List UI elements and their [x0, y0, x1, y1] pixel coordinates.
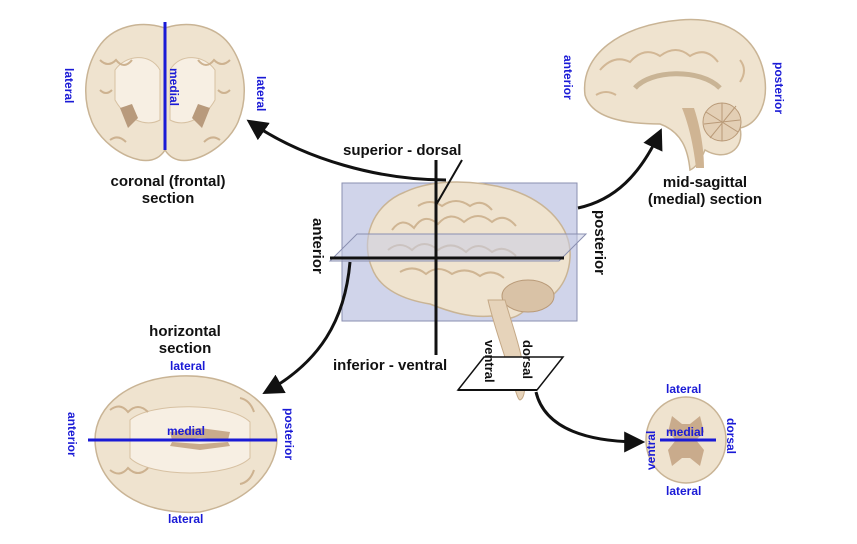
label-superior-dorsal: superior - dorsal — [343, 142, 462, 159]
coronal-label-medial: medial — [167, 68, 181, 107]
spinal-label-lateral-top: lateral — [666, 382, 702, 396]
sagittal-title-line2: (medial) section — [647, 191, 763, 208]
horizontal-ventricles — [170, 428, 230, 450]
spinal-section-figure — [645, 396, 727, 484]
coronal-title-line1: coronal (frontal) — [110, 173, 226, 190]
sagittal-label-posterior: posterior — [772, 62, 786, 115]
label-center-posterior: posterior — [591, 210, 608, 276]
spinal-label-ventral: ventral — [644, 430, 658, 470]
sagittal-title-line1: mid-sagittal — [662, 174, 748, 191]
coronal-section-figure — [85, 22, 245, 162]
horizontal-gyri — [109, 397, 255, 485]
horizontal-label-lateral-bottom: lateral — [168, 512, 204, 526]
coronal-section-title: coronal (frontal) section — [88, 173, 248, 207]
sagittal-label-anterior: anterior — [561, 55, 575, 100]
horizontal-label-lateral-top: lateral — [170, 359, 206, 373]
sagittal-gyri — [595, 49, 745, 96]
label-inferior-ventral: inferior - ventral — [333, 357, 448, 374]
sagittal-corpus-callosum — [633, 71, 722, 90]
sagittal-section-figure — [583, 18, 767, 172]
arrow-to-spinal — [534, 391, 646, 453]
coronal-gyri — [99, 58, 231, 143]
sagittal-brainstem — [682, 108, 704, 168]
horizontal-title-line1: horizontal — [149, 323, 221, 340]
horizontal-label-anterior: anterior — [65, 412, 79, 457]
sagittal-plane-edge-top — [435, 159, 463, 206]
spinal-label-dorsal: dorsal — [724, 418, 738, 455]
label-spinal-plane-dorsal: dorsal — [520, 340, 535, 380]
horizontal-section-title: horizontal section — [110, 323, 260, 357]
spinal-label-medial: medial — [666, 425, 705, 439]
arrow-to-horizontal — [262, 261, 352, 395]
label-center-anterior: anterior — [309, 218, 326, 274]
horizontal-label-posterior: posterior — [282, 408, 296, 461]
horizontal-title-line2: section — [158, 340, 212, 357]
horizontal-plane — [328, 233, 588, 262]
arrow-to-coronal — [246, 119, 447, 182]
coronal-title-line2: section — [141, 190, 195, 207]
central-brain-figure — [328, 159, 588, 401]
horizontal-section-figure — [88, 375, 278, 514]
sagittal-tissue — [583, 18, 767, 172]
spinal-label-lateral-bottom: lateral — [666, 484, 702, 498]
sagittal-section-title: mid-sagittal (medial) section — [625, 174, 785, 208]
spinal-plane — [456, 356, 565, 391]
cerebellum — [501, 279, 555, 313]
arrow-to-sagittal — [577, 128, 663, 210]
coronal-deep-nuclei — [120, 104, 210, 128]
sagittal-cerebellum-folia — [703, 103, 741, 141]
label-spinal-plane-ventral: ventral — [482, 340, 497, 383]
coronal-label-lateral-right: lateral — [254, 76, 268, 112]
coronal-label-lateral-left: lateral — [62, 68, 76, 104]
horizontal-label-medial: medial — [167, 424, 206, 438]
